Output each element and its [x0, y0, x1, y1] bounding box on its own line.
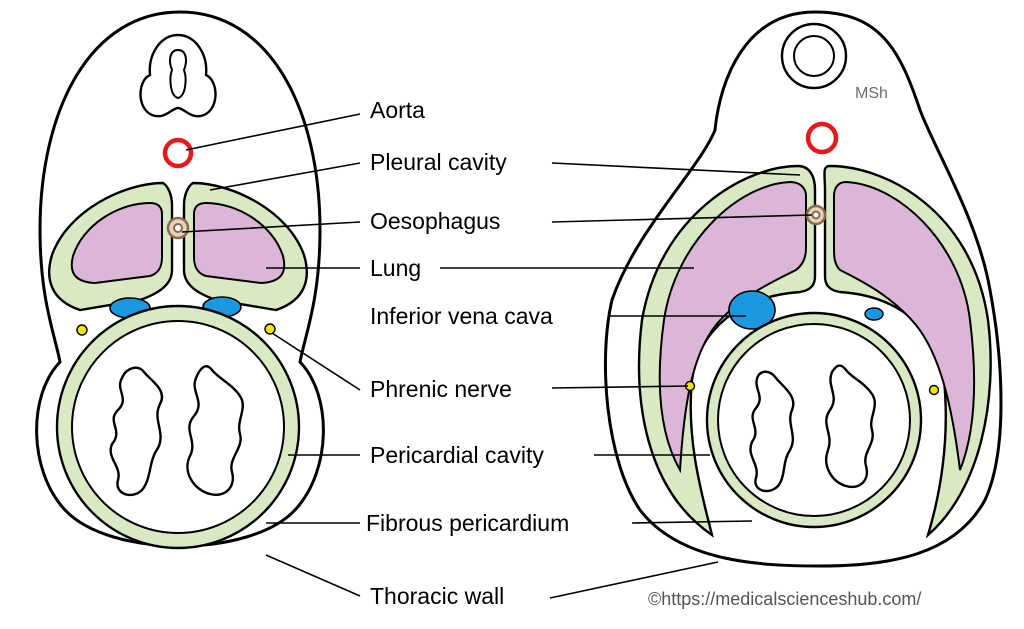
leader-thoracic-wall-right: [549, 561, 719, 599]
right-heart-chamber-right: [749, 370, 795, 493]
label-phrenic-nerve: Phrenic nerve: [370, 376, 512, 402]
author-signature: MSh: [855, 85, 888, 102]
left-heart-chamber-right: [109, 366, 164, 497]
right-lung-left-side: [833, 180, 976, 471]
right-pericardial-cavity: [717, 323, 911, 517]
left-aorta: [162, 137, 194, 169]
label-inferior-vena-cava: Inferior vena cava: [370, 303, 553, 329]
left-heart-chamber-left: [186, 365, 245, 496]
labels: Aorta Pleural cavity Oesophagus Lung Inf…: [366, 97, 921, 609]
left-oesophagus-lumen: [173, 223, 183, 233]
leader-pleural-cavity-right: [551, 162, 801, 176]
right-heart-chamber-left: [825, 364, 877, 489]
right-cross-section: MSh: [603, 10, 1003, 568]
leader-phrenic-nerve-left: [271, 332, 361, 391]
leader-pleural-cavity-left: [209, 162, 361, 191]
left-spinal-canal: [169, 48, 187, 100]
left-lung-right-side: [70, 201, 163, 285]
label-fibrous-pericardium: Fibrous pericardium: [366, 510, 569, 536]
label-lung: Lung: [370, 255, 421, 281]
label-pleural-cavity: Pleural cavity: [370, 149, 507, 175]
left-phrenic-nerve-left: [264, 323, 276, 335]
leader-thoracic-wall-left: [265, 554, 361, 597]
leader-oesophagus-left: [181, 221, 361, 233]
credit-url: ©https://medicalscienceshub.com/: [648, 589, 921, 609]
label-oesophagus: Oesophagus: [370, 208, 500, 234]
left-phrenic-nerve-right: [76, 324, 88, 336]
left-pericardial-cavity: [71, 320, 285, 534]
label-aorta: Aorta: [370, 97, 425, 123]
right-oesophagus-lumen: [811, 210, 821, 220]
left-lung-left-side: [193, 201, 286, 285]
leader-phrenic-nerve-right: [551, 385, 689, 389]
right-vein-left-side: [864, 307, 884, 321]
leader-lines: [181, 113, 813, 599]
leader-fibrous-pericardium-right: [631, 520, 753, 524]
right-phrenic-nerve-left: [928, 384, 940, 396]
leader-aorta: [185, 113, 361, 151]
right-inferior-vena-cava: [728, 290, 776, 330]
right-spinal-canal: [793, 35, 835, 77]
left-cross-section: [35, 10, 325, 550]
right-lung-right-side: [658, 180, 807, 474]
label-thoracic-wall: Thoracic wall: [370, 583, 504, 609]
right-aorta: [805, 121, 839, 155]
label-pericardial-cavity: Pericardial cavity: [370, 442, 544, 468]
leader-oesophagus-right: [551, 214, 813, 223]
